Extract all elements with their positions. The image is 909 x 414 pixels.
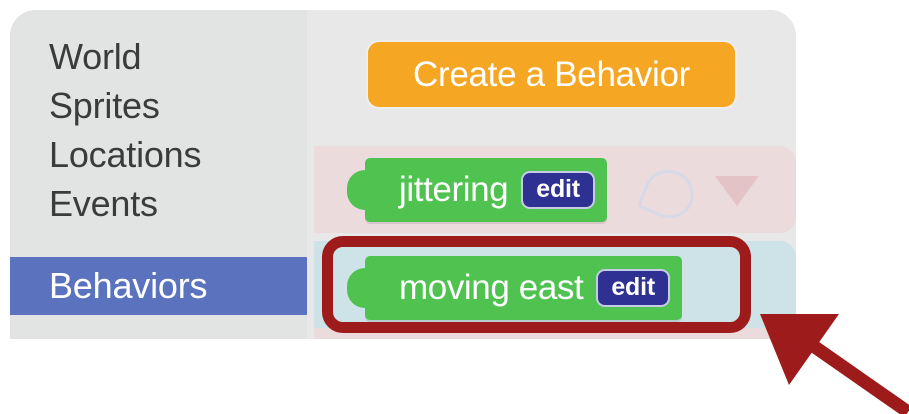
sidebar-item-world[interactable]: World	[10, 33, 307, 80]
edit-button[interactable]: edit	[596, 269, 670, 307]
behavior-name-label: moving east	[399, 268, 584, 307]
sidebar-item-locations[interactable]: Locations	[10, 131, 307, 178]
chevron-down-icon[interactable]	[715, 176, 759, 206]
sidebar-item-label: Locations	[49, 133, 202, 175]
behavior-row-background-partial	[314, 328, 796, 339]
edit-label: edit	[611, 273, 655, 301]
edit-button[interactable]: edit	[521, 171, 595, 209]
edit-label: edit	[536, 175, 580, 203]
sidebar-item-sprites[interactable]: Sprites	[10, 82, 307, 129]
sidebar-item-behaviors[interactable]: Behaviors	[10, 257, 307, 315]
application-panel: World Sprites Locations Events Behaviors…	[10, 10, 796, 339]
sidebar-item-label: Events	[49, 182, 158, 224]
behavior-block-jittering[interactable]: jittering edit	[347, 158, 607, 222]
sidebar-item-label: World	[49, 35, 142, 77]
behavior-name-label: jittering	[399, 170, 509, 209]
sidebar-item-label: Sprites	[49, 84, 160, 126]
create-behavior-label: Create a Behavior	[412, 54, 690, 94]
create-behavior-button[interactable]: Create a Behavior	[368, 42, 735, 107]
sidebar: World Sprites Locations Events Behaviors	[10, 10, 307, 339]
sidebar-item-label: Behaviors	[49, 265, 208, 306]
behaviors-content-panel: Create a Behavior jittering edit moving …	[307, 10, 796, 339]
behavior-block-moving-east[interactable]: moving east edit	[347, 256, 682, 320]
sidebar-item-events[interactable]: Events	[10, 180, 307, 227]
